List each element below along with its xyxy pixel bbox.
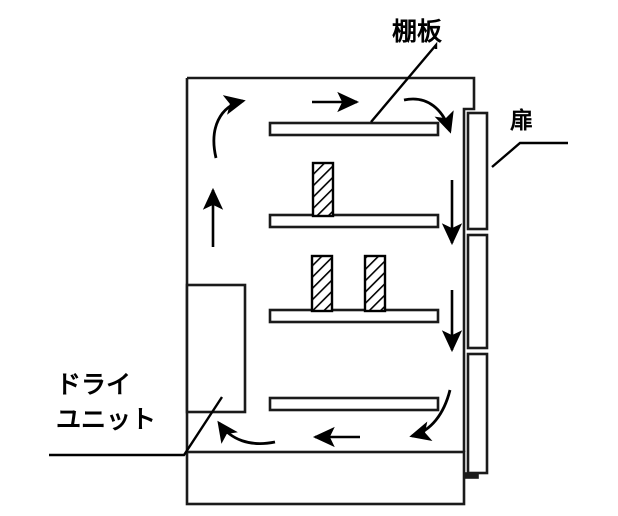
leader-lines bbox=[49, 41, 568, 457]
shelf-group bbox=[268, 121, 440, 412]
stored-items-group bbox=[310, 161, 387, 313]
door-group[interactable] bbox=[463, 111, 489, 479]
label-dry-unit-line1: ドライ bbox=[56, 370, 131, 399]
dry-unit-box bbox=[185, 283, 247, 414]
shelf-board-2 bbox=[268, 213, 440, 229]
curve-arrow-bottom-right bbox=[409, 389, 452, 442]
door-panel-middle[interactable] bbox=[466, 233, 489, 350]
shelf-board-3 bbox=[268, 308, 440, 324]
door-panel-bottom[interactable] bbox=[466, 352, 489, 475]
label-door: 扉 bbox=[510, 108, 533, 134]
stored-item-1 bbox=[311, 161, 335, 218]
door-panel-top[interactable] bbox=[466, 111, 489, 231]
door-hinge-stub bbox=[463, 472, 479, 479]
shelf-board-1 bbox=[268, 121, 440, 137]
leader-line-door bbox=[491, 141, 568, 168]
stored-item-2 bbox=[310, 254, 334, 313]
curve-arrow-top-right bbox=[403, 97, 454, 134]
airflow-straight-arrows bbox=[202, 91, 463, 448]
stored-item-3 bbox=[363, 254, 387, 313]
leader-line-shelf bbox=[370, 41, 438, 123]
label-shelf-board: 棚板 bbox=[392, 17, 442, 46]
curve-arrow-top-left bbox=[212, 95, 246, 159]
airflow-curved-arrows bbox=[212, 95, 454, 445]
shelf-board-4 bbox=[268, 396, 440, 412]
curve-arrow-bottom-left bbox=[217, 420, 276, 445]
cabinet-base bbox=[185, 450, 466, 506]
leader-line-dry-unit bbox=[49, 396, 224, 457]
label-dry-unit-line2: ユニット bbox=[56, 405, 156, 434]
